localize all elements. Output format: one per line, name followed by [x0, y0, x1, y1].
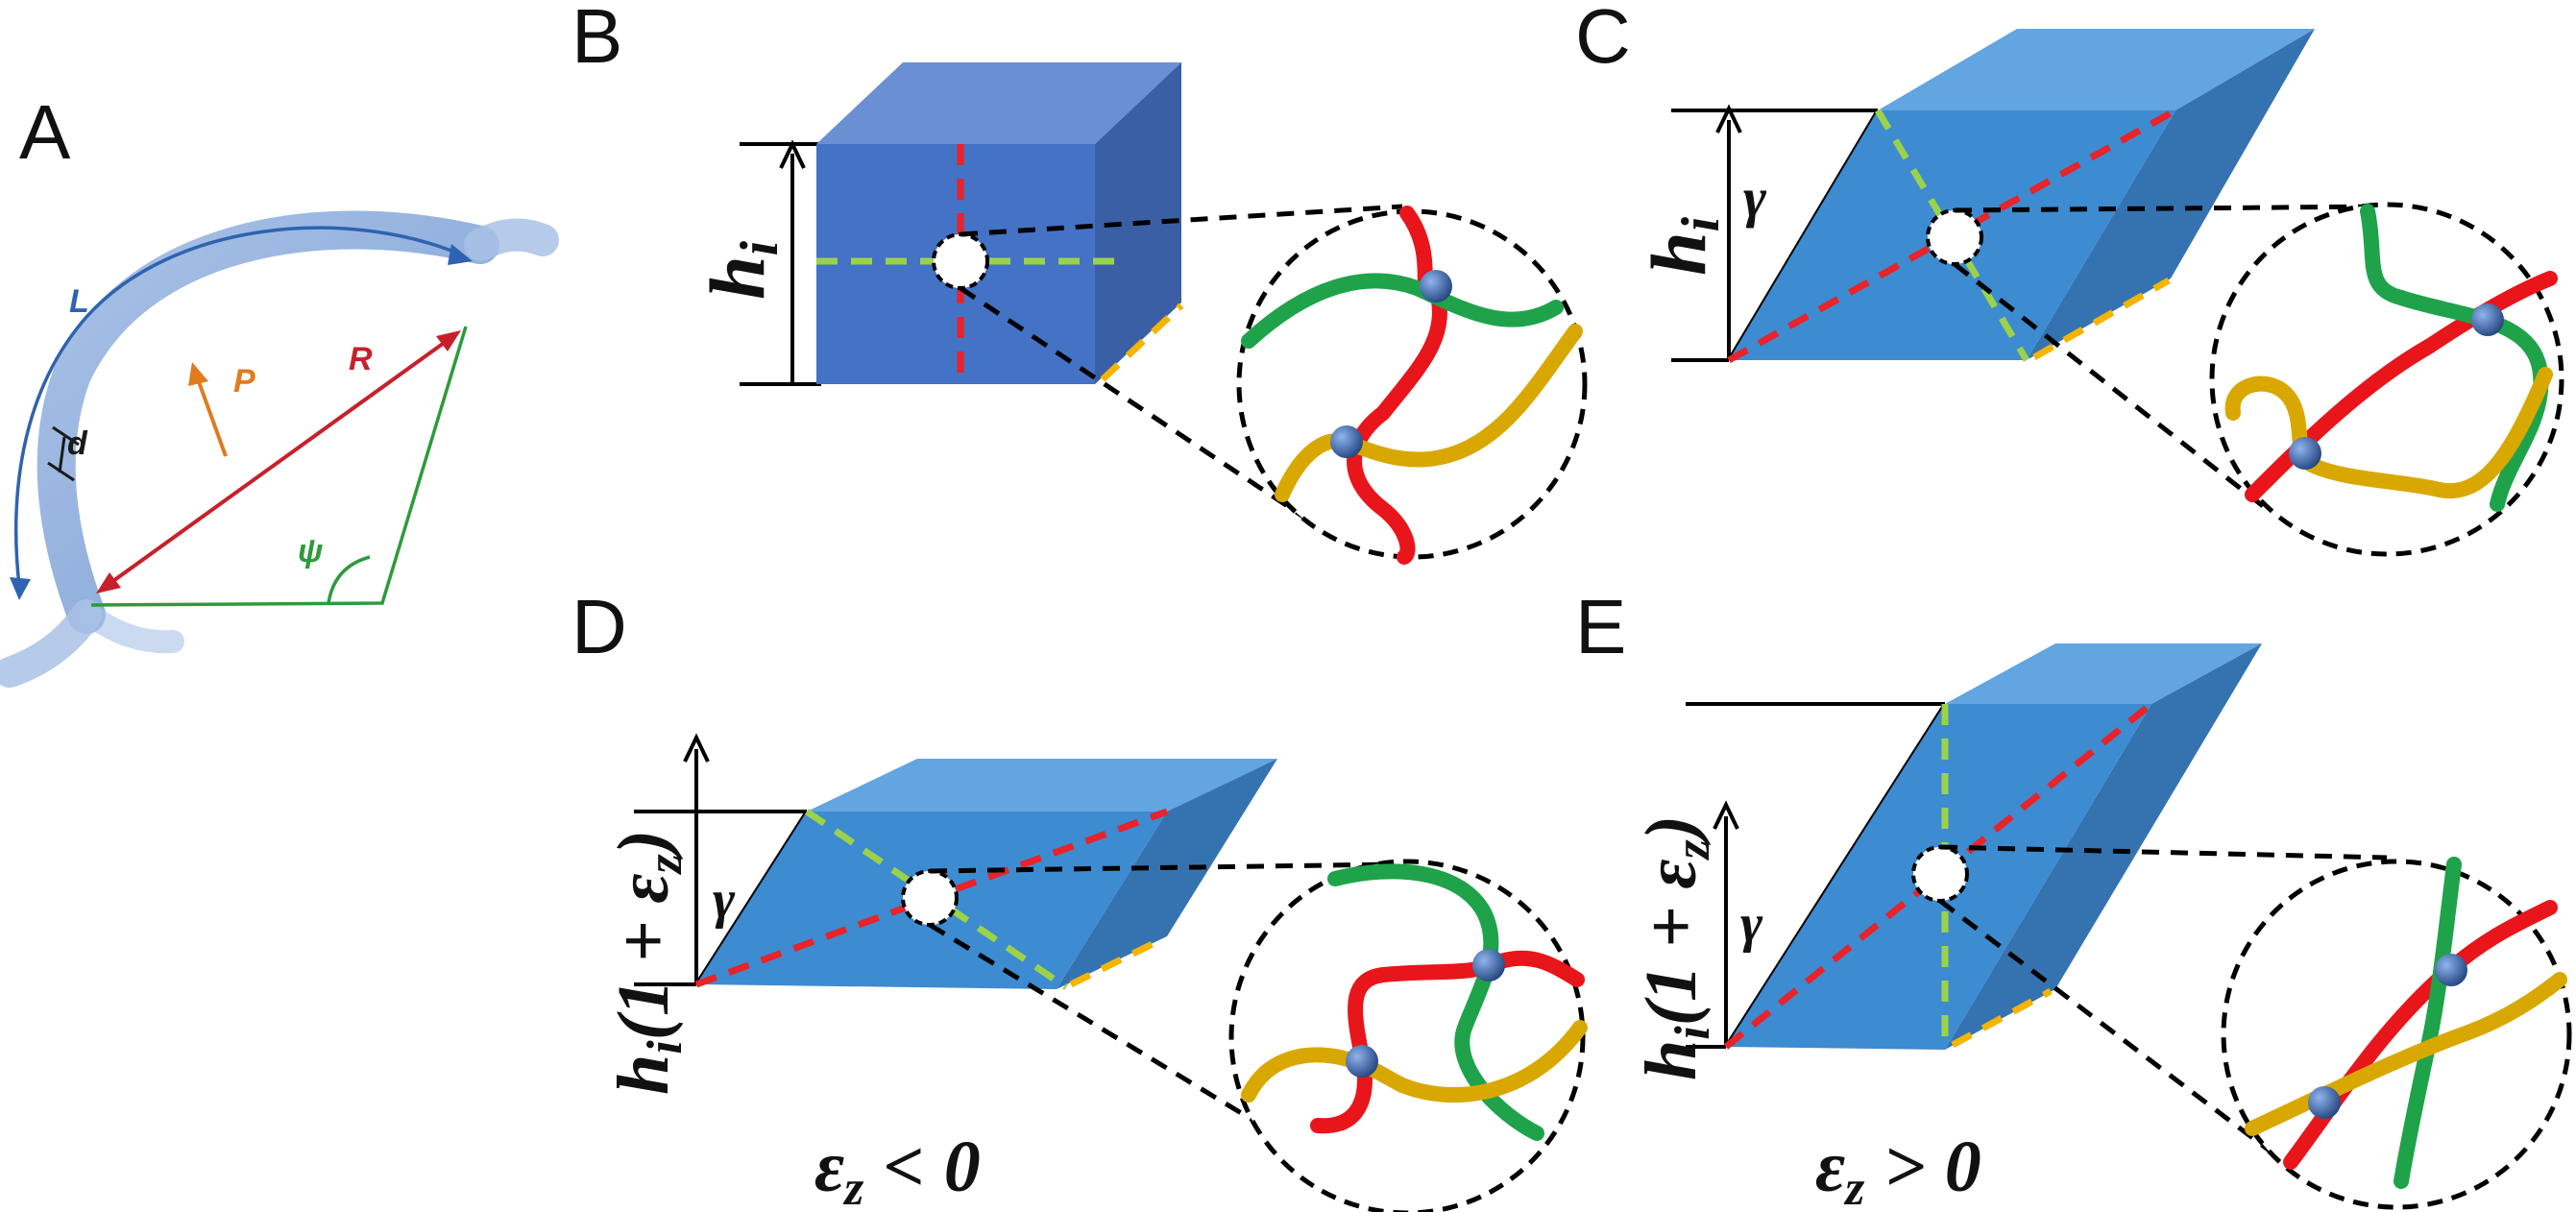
panel-a-letter: A: [19, 89, 71, 175]
condition-d: εz<0: [814, 1127, 981, 1212]
condition-e: εz>0: [1815, 1127, 1981, 1212]
thickness-marker: [47, 425, 80, 482]
panel-b: B hi: [571, 0, 1588, 565]
zoom-lines-b: [959, 204, 1403, 521]
zoom-source-c: [1926, 208, 1983, 266]
zoom-source-d: [901, 869, 959, 927]
panel-c: C hi γ: [1575, 0, 2564, 557]
network-zoom-d: [1228, 859, 1588, 1212]
panel-d-letter: D: [571, 584, 627, 669]
shear-label-e: γ: [1740, 894, 1763, 954]
network-zoom-b: [1236, 206, 1588, 565]
panel-d: D hi(1+εz) γ: [571, 584, 1588, 1212]
filament-shape: [0, 210, 559, 688]
height-label-c: hi: [1635, 216, 1731, 276]
shear-label-d: γ: [713, 870, 736, 930]
panel-a: A L d P R: [0, 89, 559, 688]
zoom-source-b: [932, 232, 989, 290]
persistence-arrow: [188, 362, 228, 457]
panel-e-letter: E: [1575, 584, 1626, 669]
angle-triangle: [90, 326, 468, 607]
panel-e: E hi(1+εz) γ: [1575, 584, 2572, 1212]
label-r: R: [349, 341, 373, 377]
label-p: P: [233, 363, 255, 400]
label-d: d: [67, 425, 88, 462]
cube: [816, 62, 1181, 384]
zoom-lines-c: [1953, 204, 2388, 511]
shear-label-c: γ: [1743, 166, 1767, 229]
panel-b-letter: B: [571, 0, 622, 79]
label-psi: ψ: [298, 533, 323, 570]
panel-c-letter: C: [1575, 0, 1631, 79]
sheared-prism-d: [696, 759, 1277, 989]
height-arrow-b: [740, 139, 821, 386]
height-label-b: hi: [693, 240, 790, 300]
height-label-d: hi(1+εz): [603, 830, 693, 1095]
label-l: L: [69, 283, 89, 320]
network-zoom-e: [2221, 857, 2572, 1210]
network-zoom-c: [2209, 202, 2564, 557]
zoom-source-e: [1911, 845, 1969, 903]
zoom-lines-e: [1938, 844, 2388, 1169]
height-label-e: hi(1+εz): [1631, 815, 1720, 1080]
contour-length-arrow: [10, 226, 473, 600]
end-to-end-arrow: [96, 330, 461, 594]
